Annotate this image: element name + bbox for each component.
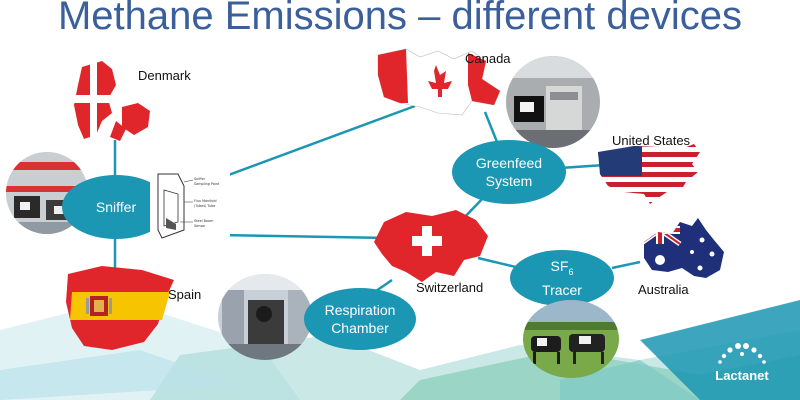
sf6-label-line2: Tracer bbox=[542, 281, 582, 298]
united-states-map bbox=[598, 144, 700, 204]
country-label-united-states: United States bbox=[612, 133, 691, 148]
diagram-label-1: Sampling Point bbox=[194, 182, 220, 186]
switzerland-map bbox=[374, 210, 488, 282]
country-label-switzerland: Switzerland bbox=[416, 280, 484, 295]
greenfeed-label-line2: System bbox=[485, 173, 533, 189]
sf6-label-line1: SF6 bbox=[542, 257, 582, 281]
slide-title: Methane Emissions – different devices bbox=[57, 0, 743, 38]
lactanet-logo-dots bbox=[718, 343, 766, 364]
country-label-australia: Australia bbox=[638, 282, 689, 297]
sniffer-photo bbox=[6, 152, 88, 234]
lactanet-logo: Lactanet bbox=[702, 340, 782, 392]
sniffer-label: Sniffer bbox=[95, 199, 137, 215]
greenfeed-bubble: Greenfeed System bbox=[452, 140, 566, 204]
country-label-denmark: Denmark bbox=[138, 68, 191, 83]
lactanet-logo-text: Lactanet bbox=[715, 368, 769, 383]
line-canada-greenfeed bbox=[483, 111, 499, 143]
sf6-photo bbox=[523, 300, 619, 378]
diagram-label-4: Steel Boom bbox=[194, 219, 214, 223]
respiration-label-line2: Chamber bbox=[331, 320, 389, 336]
spain-map bbox=[66, 266, 174, 350]
australia-map bbox=[644, 218, 724, 278]
denmark-map bbox=[72, 55, 154, 145]
diagram-label-5: Sensor bbox=[194, 224, 206, 228]
greenfeed-photo bbox=[506, 56, 600, 148]
line-sniffer-canada bbox=[214, 104, 416, 182]
respiration-label-line1: Respiration bbox=[324, 302, 396, 318]
line-sf6-australia bbox=[611, 260, 641, 270]
country-label-spain: Spain bbox=[168, 287, 202, 302]
diagram-label-0: Sniffer bbox=[194, 177, 206, 181]
diagram-label-3: (Tubes) Tube bbox=[194, 204, 215, 208]
sf6-main: SF bbox=[550, 258, 569, 275]
canada-map bbox=[377, 48, 501, 116]
respiration-photo bbox=[218, 274, 312, 360]
sniffer-diagram: Sniffer Sampling Point Flux Manifold (Tu… bbox=[150, 170, 230, 242]
country-label-canada: Canada bbox=[465, 51, 511, 66]
sf6-subscript: 6 bbox=[568, 266, 574, 277]
respiration-bubble: Respiration Chamber bbox=[304, 288, 416, 350]
diagram-label-2: Flux Manifold bbox=[194, 199, 217, 203]
greenfeed-label-line1: Greenfeed bbox=[475, 155, 543, 171]
line-greenfeed-us bbox=[559, 163, 606, 170]
sf6-bubble: SF6 Tracer bbox=[510, 250, 614, 306]
line-sniffer-switzerland bbox=[217, 233, 393, 240]
